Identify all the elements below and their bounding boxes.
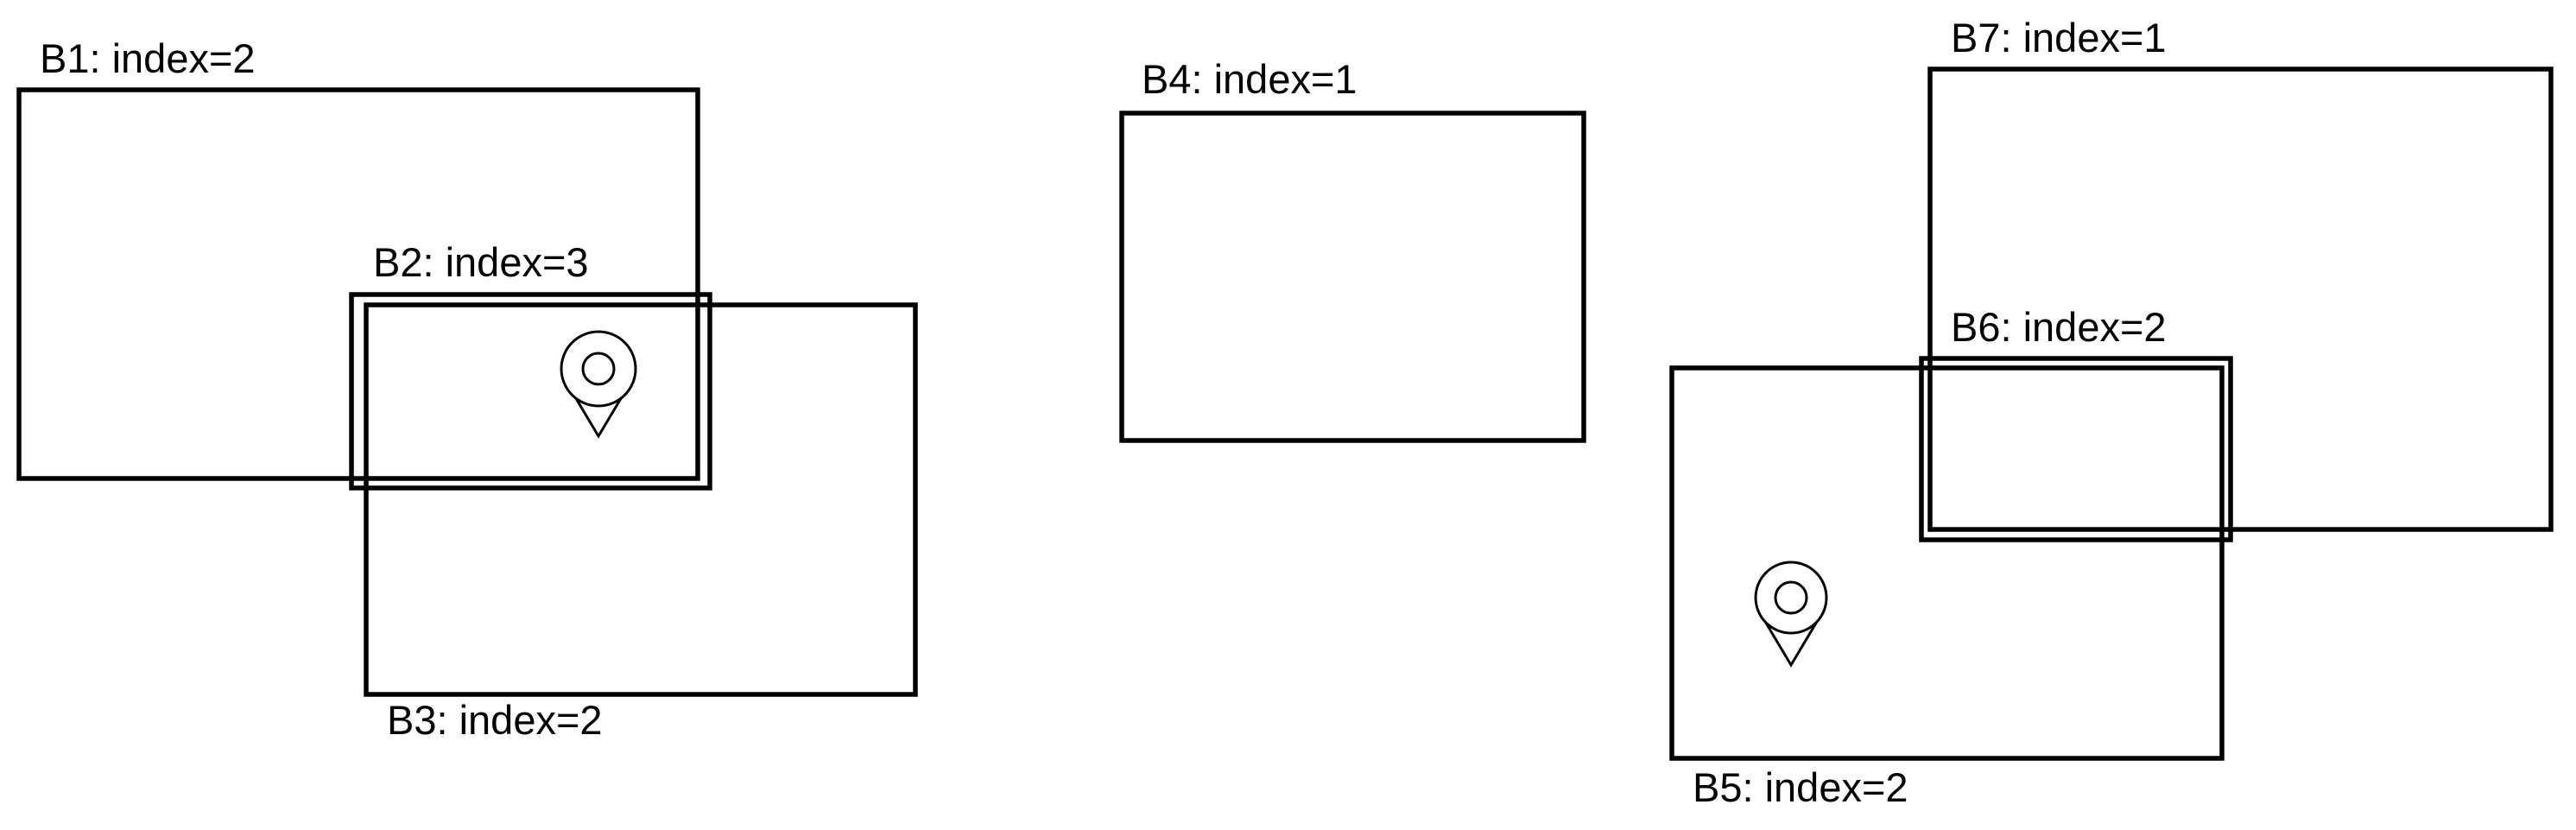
box-group-middle: B4: index=1 [1119,56,1586,443]
box-b6-label: B6: index=2 [1951,304,2167,350]
box-b4-label: B4: index=1 [1142,56,1358,102]
box-b7-label: B7: index=1 [1951,15,2167,60]
box-b1-label: B1: index=2 [40,35,256,81]
box-b2-label: B2: index=3 [373,239,589,285]
box-b5-label: B5: index=2 [1693,764,1908,810]
box-b4 [1119,111,1586,443]
box-b1 [16,87,700,481]
box-b3-label: B3: index=2 [387,697,603,743]
box-group-right: B7: index=1 B5: index=2 B6: index=2 [1669,15,2554,810]
box-b7 [1927,67,2554,532]
location-pin-icon [560,330,637,439]
box-b2 [349,292,712,491]
box-group-left: B1: index=2 B3: index=2 B2: index=3 [16,35,918,743]
box-b3 [364,302,918,697]
location-pin-icon [1754,561,1828,668]
box-b6 [1919,356,2233,542]
box-b5 [1669,365,2225,761]
